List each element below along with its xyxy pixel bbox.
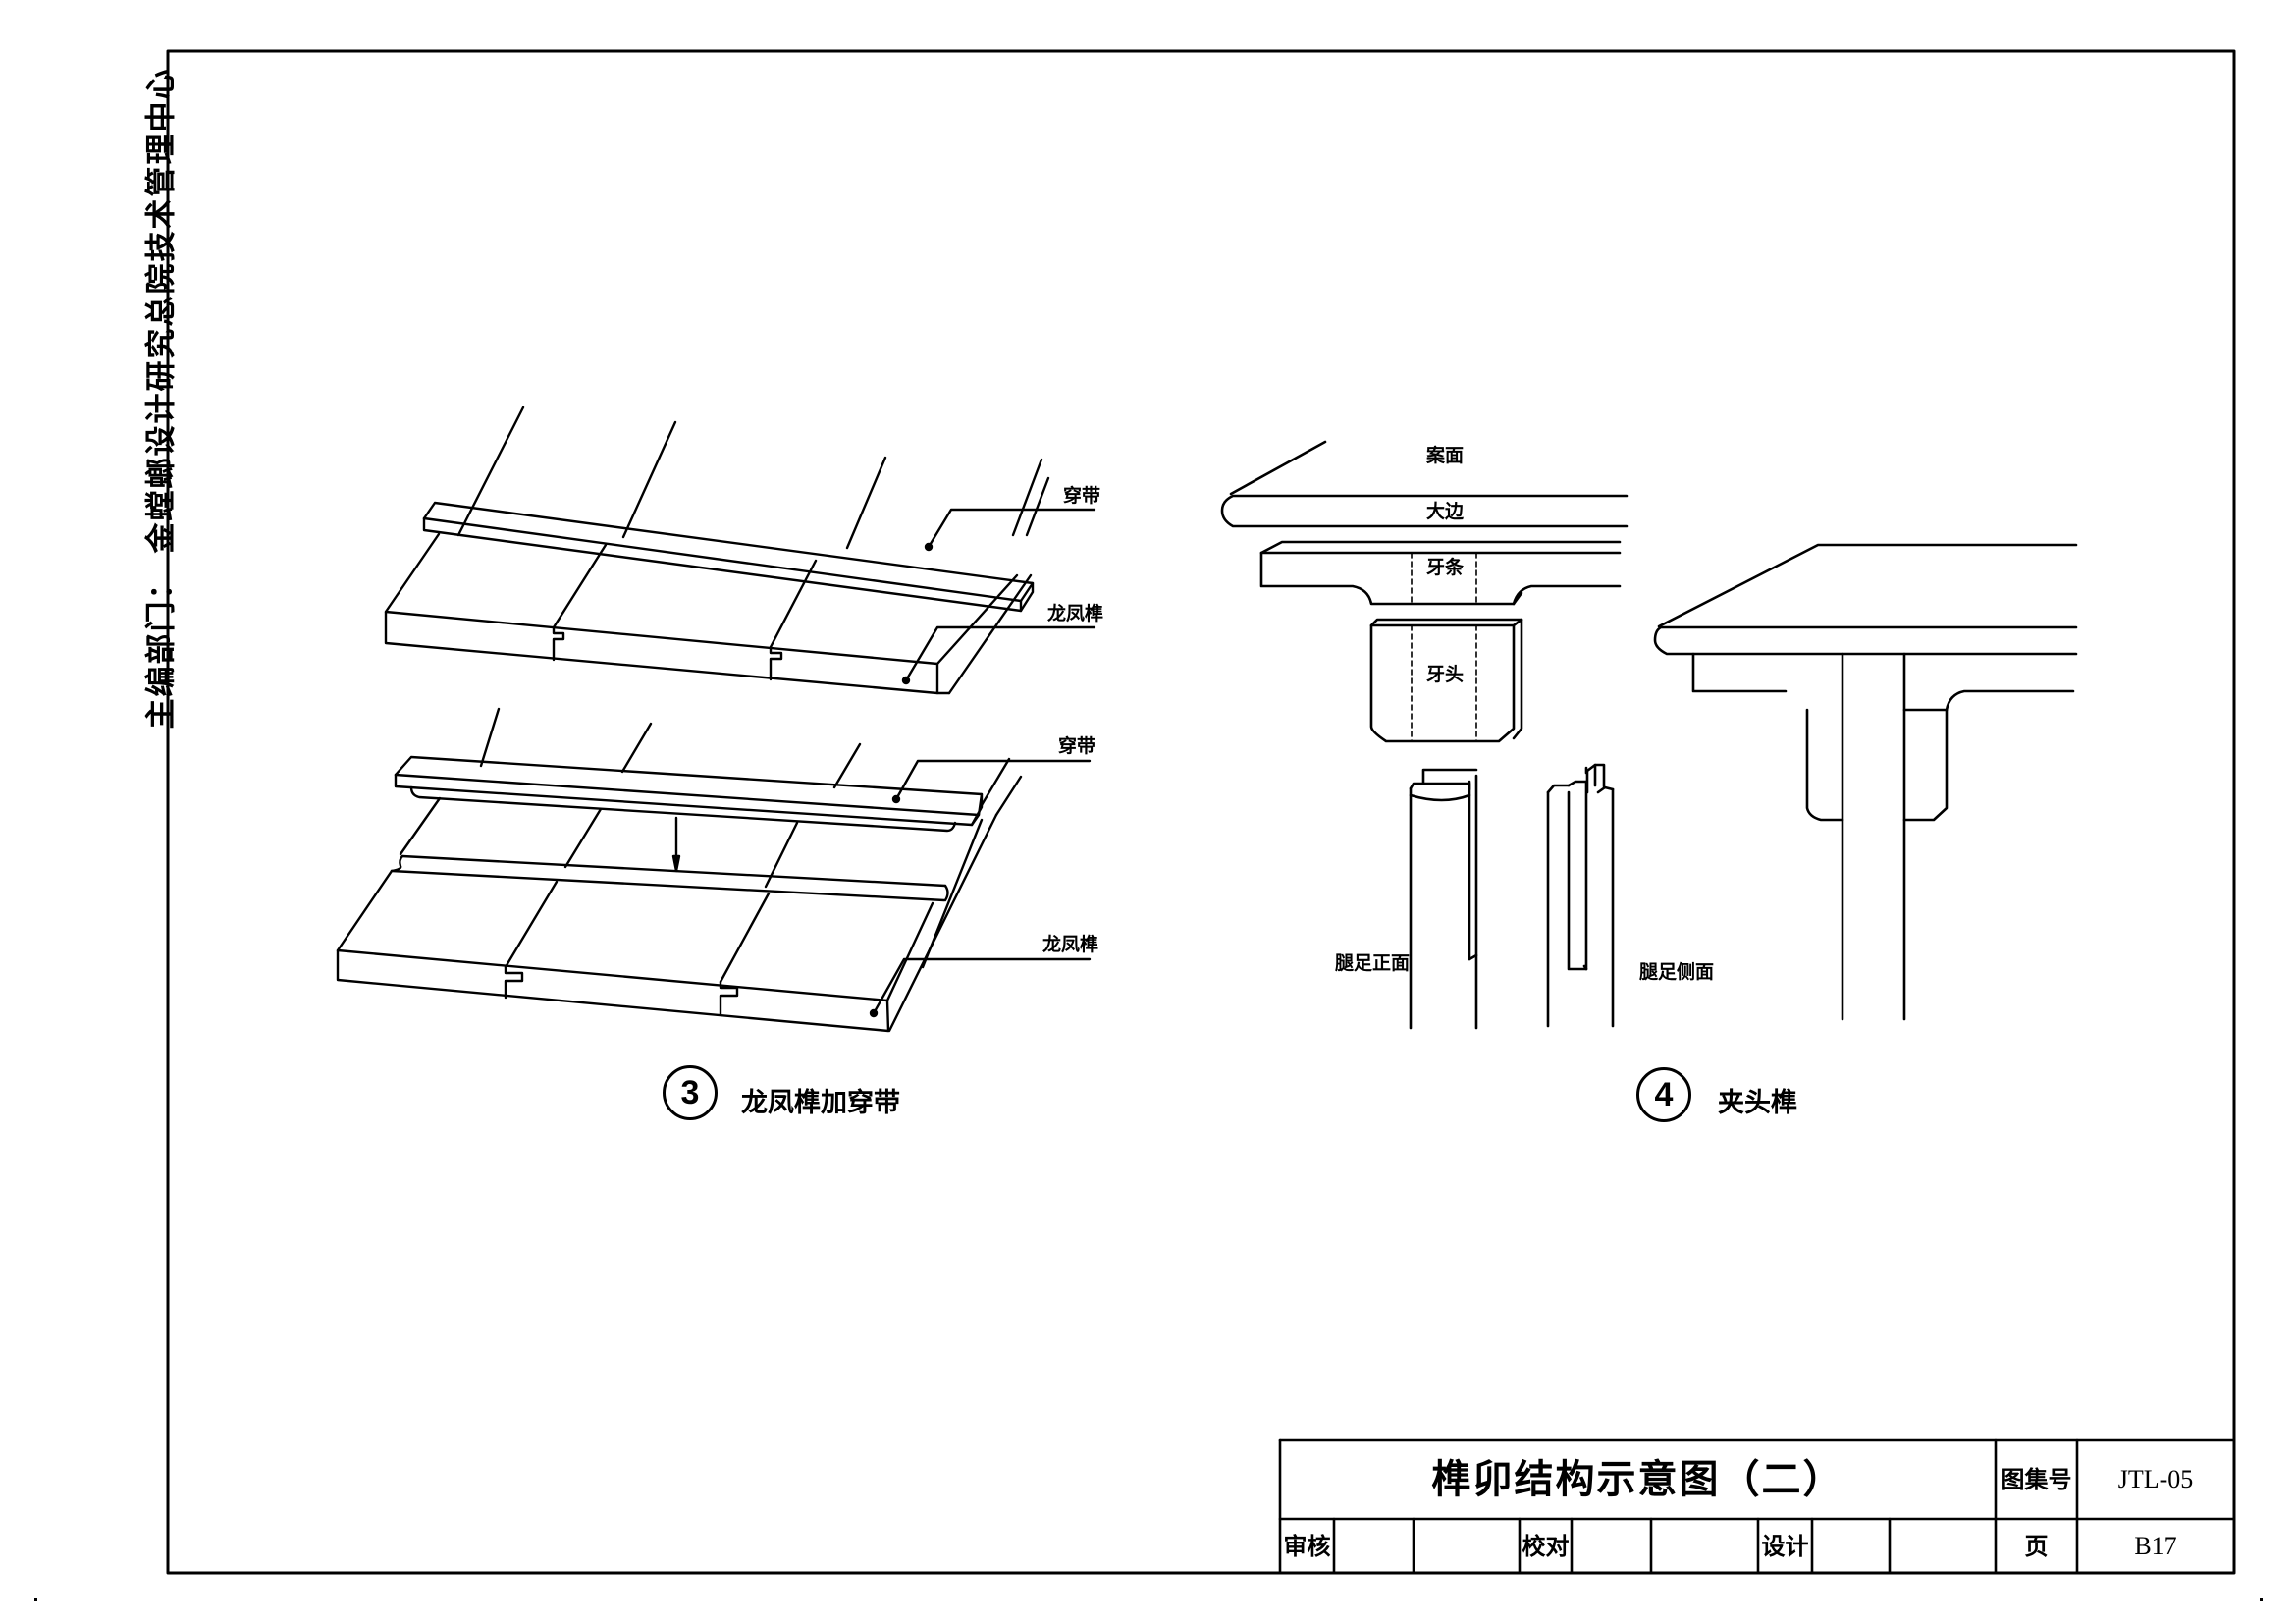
atlas-number-value: JTL-05 [2117,1465,2194,1493]
figure4-caption: 夹头榫 [1718,1088,1797,1118]
apron-label: 牙条 [1426,557,1465,578]
proofread-label: 校对 [1522,1531,1570,1560]
registration-dot-left [34,1598,37,1601]
batten-label-lower: 穿带 [1058,735,1096,757]
figure3-caption: 龙凤榫加穿带 [741,1088,900,1118]
joint-label-lower: 龙凤榫 [1042,934,1099,955]
review-label: 审核 [1283,1531,1331,1560]
table-top-label: 案面 [1426,445,1465,466]
leg-front-label: 腿足正面 [1335,952,1411,974]
page-number-value: B17 [2134,1531,2177,1560]
joint-label-upper: 龙凤榫 [1047,603,1104,624]
figure3-lower-assembly [336,707,1092,1033]
atlas-number-label: 图集号 [2001,1465,2072,1493]
figure3-number-badge: 3 [663,1065,718,1120]
figure4-exploded-view [1220,440,1629,1030]
figure4-number-badge: 4 [1636,1067,1691,1122]
registration-dot-right [2260,1598,2263,1601]
spandrel-label: 牙头 [1426,664,1465,685]
page-label: 页 [2024,1531,2049,1560]
leg-side-label: 腿足侧面 [1639,961,1715,983]
batten-label-upper: 穿带 [1063,485,1101,507]
drawing-title: 榫卯结构示意图（二） [1431,1457,1844,1502]
design-label: 设计 [1761,1531,1809,1560]
figure3-upper-assembly [384,406,1096,695]
figure4-assembled-view [1653,543,2078,1021]
title-block-grid [1278,1438,2236,1575]
drawing-frame [166,49,2236,1575]
big-edge-label: 大边 [1426,501,1465,522]
